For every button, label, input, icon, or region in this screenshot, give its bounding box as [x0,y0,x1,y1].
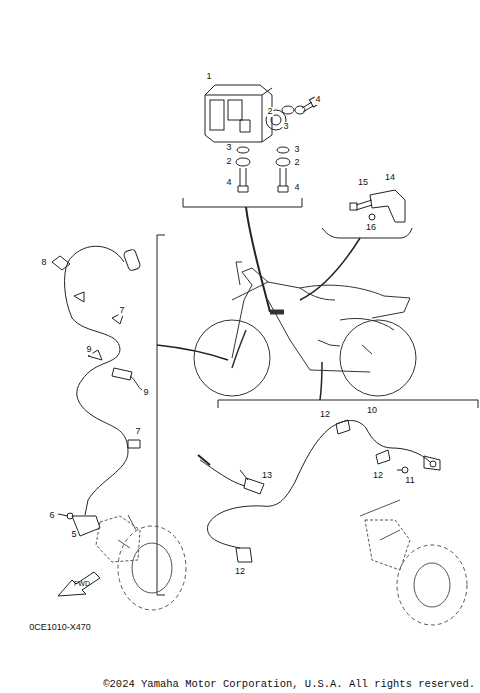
callout-number: 5 [70,530,77,540]
rear-sensor-lead [198,420,440,562]
callout-number: 4 [225,178,232,188]
callout-number: 2 [225,157,232,167]
callout-number: 3 [282,122,289,132]
callout-number: 4 [293,183,300,193]
callout-number: 13 [261,471,273,481]
sensor-bracket [350,190,405,222]
callout-number: 15 [357,178,369,188]
callout-number: 7 [118,306,125,316]
callout-number: 10 [366,406,378,416]
callout-number: 2 [293,158,300,168]
callout-number: 3 [225,143,232,153]
copyright-note: ©2024 Yamaha Motor Corporation, U.S.A. A… [102,679,476,691]
callout-number: 6 [48,511,55,521]
front-sensor-lead [52,246,142,536]
drawing-code: 0CE1010-X470 [28,623,92,633]
direction-label: FWD [73,580,91,588]
callout-number: 16 [365,223,377,233]
callout-number: 9 [142,388,149,398]
callout-number: 12 [319,410,331,420]
callout-number: 8 [40,258,47,268]
callout-number: 1 [205,72,212,82]
callout-number: 2 [266,107,273,117]
callout-number: 12 [372,471,384,481]
front-brake-disc [96,515,186,610]
bracket [183,198,302,207]
callout-number: 9 [85,345,92,355]
callout-number: 12 [234,567,246,577]
motorcycle [194,262,416,396]
abs-unit [205,85,286,142]
bolts [236,97,319,192]
callout-number: 14 [384,173,396,183]
rear-brake-disc [360,500,467,625]
fwd-arrow [58,572,100,596]
callout-number: 11 [404,476,415,486]
callout-number: 4 [314,95,321,105]
callout-number: 7 [134,427,141,437]
callout-number: 3 [293,145,300,155]
